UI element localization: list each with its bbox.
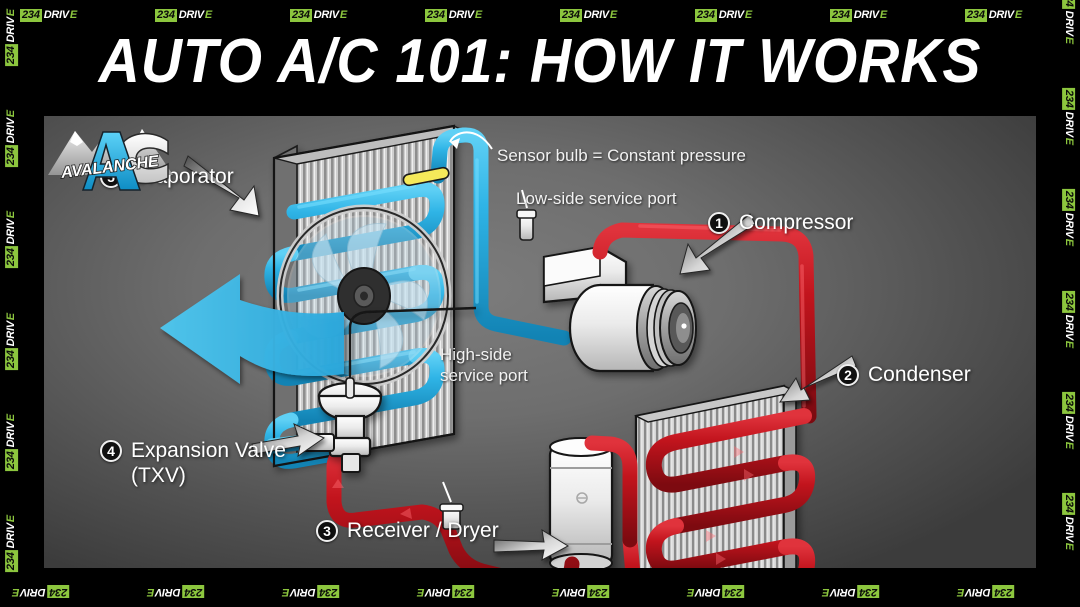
component-name-compressor: Compressor bbox=[739, 211, 854, 234]
component-name-receiver-dryer: Receiver / Dryer bbox=[347, 519, 499, 542]
annotation-high-side-service-port: High-side service port bbox=[440, 345, 528, 385]
annotation-low-side-service-port: Low-side service port bbox=[516, 189, 677, 208]
sensor-bulb-pointer bbox=[449, 131, 493, 150]
high-side-service-port bbox=[439, 481, 464, 530]
component-number-4: 4 bbox=[100, 440, 122, 462]
dryer-to-txv-line bbox=[326, 442, 580, 568]
component-name-condenser: Condenser bbox=[868, 363, 971, 386]
avalanche-logo: AVALANCHE bbox=[48, 129, 173, 191]
component-name-expansion-valve: Expansion Valve (TXV) bbox=[131, 439, 286, 487]
component-label-receiver-dryer: 3 Receiver / Dryer bbox=[316, 518, 499, 543]
compressor bbox=[542, 245, 697, 373]
component-label-expansion-valve: 4 Expansion Valve (TXV) bbox=[100, 438, 286, 488]
ac-system-diagram: Sensor bulb = Constant pressure Low-side… bbox=[44, 116, 1036, 568]
cold-airflow-arrow bbox=[160, 274, 344, 384]
callout-arrows bbox=[183, 155, 857, 561]
high-side-top-line bbox=[592, 222, 817, 424]
component-number-2: 2 bbox=[837, 364, 859, 386]
low-side-service-port bbox=[516, 189, 537, 241]
component-label-condenser: 2 Condenser bbox=[837, 362, 971, 387]
expansion-valve bbox=[301, 306, 477, 473]
component-number-3: 3 bbox=[316, 520, 338, 542]
ac-system-illustration bbox=[160, 124, 857, 568]
condenser-coil bbox=[645, 408, 816, 568]
sensor-bulb bbox=[402, 166, 450, 187]
component-number-1: 1 bbox=[708, 212, 730, 234]
component-label-compressor: 1 Compressor bbox=[708, 210, 853, 235]
page-title: AUTO A/C 101: HOW IT WORKS bbox=[98, 27, 982, 96]
annotation-sensor-bulb: Sensor bulb = Constant pressure bbox=[497, 146, 747, 165]
